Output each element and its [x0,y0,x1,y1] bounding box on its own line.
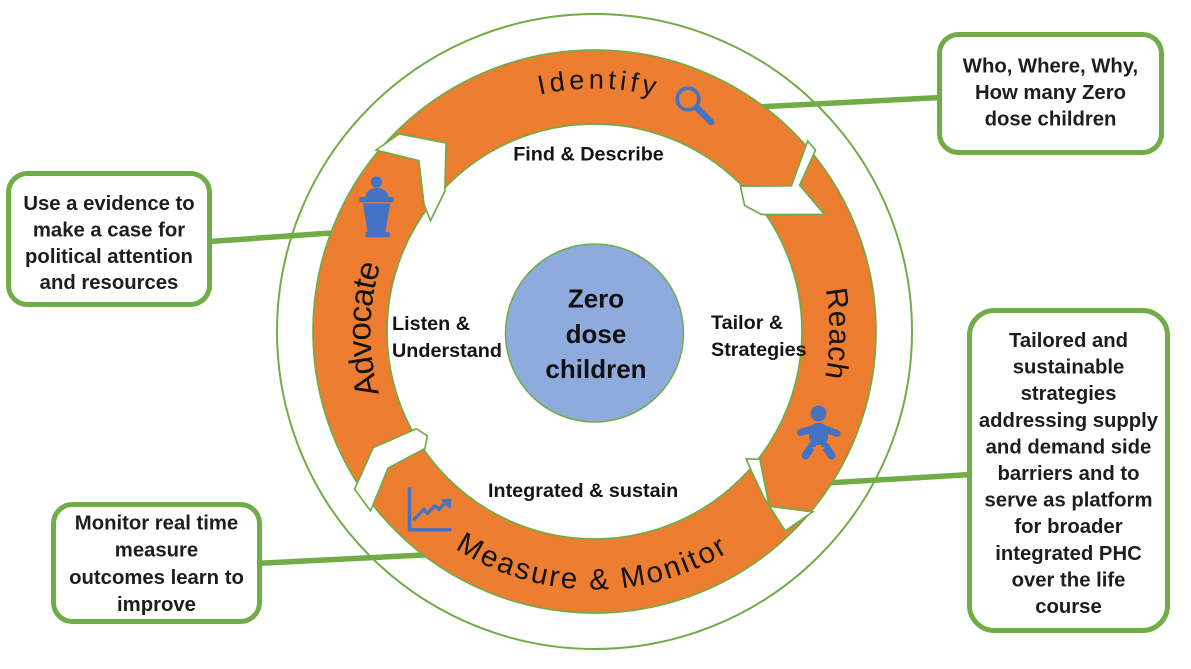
svg-text:Reach: Reach [818,286,856,382]
svg-text:strategies: strategies [1021,383,1117,405]
svg-text:serve as platform: serve as platform [985,490,1153,512]
svg-text:integrated PHC: integrated PHC [995,543,1142,565]
svg-text:course: course [1035,596,1102,618]
svg-text:Monitor real time: Monitor real time [75,513,238,535]
svg-text:measure: measure [115,540,198,562]
svg-text:Tailored and: Tailored and [1009,330,1128,352]
svg-text:and resources: and resources [40,272,179,294]
svg-text:improve: improve [117,594,196,616]
svg-text:Who, Where, Why,: Who, Where, Why, [963,56,1138,78]
svg-text:Use a evidence to: Use a evidence to [23,193,194,215]
svg-text:addressing supply: addressing supply [979,410,1159,432]
svg-text:Tailor &: Tailor & [711,312,783,334]
svg-text:dose children: dose children [985,109,1117,131]
svg-text:Zero: Zero [568,284,624,314]
svg-text:dose: dose [566,319,627,349]
svg-text:for broader: for broader [1014,516,1122,538]
svg-text:children: children [545,354,646,384]
svg-text:and demand side: and demand side [986,436,1152,458]
svg-text:outcomes learn to: outcomes learn to [69,567,244,589]
svg-text:Find & Describe: Find & Describe [513,144,664,166]
svg-text:Listen &: Listen & [392,313,470,335]
svg-text:Integrated & sustain: Integrated & sustain [488,480,678,502]
svg-text:Strategies: Strategies [711,339,807,361]
svg-text:Understand: Understand [392,340,502,362]
svg-text:How many Zero: How many Zero [975,82,1126,104]
svg-text:make a case for: make a case for [33,219,185,241]
svg-text:sustainable: sustainable [1013,357,1125,379]
svg-text:over the life: over the life [1012,569,1126,591]
svg-text:barriers and to: barriers and to [997,463,1139,485]
svg-text:political attention: political attention [25,246,193,268]
